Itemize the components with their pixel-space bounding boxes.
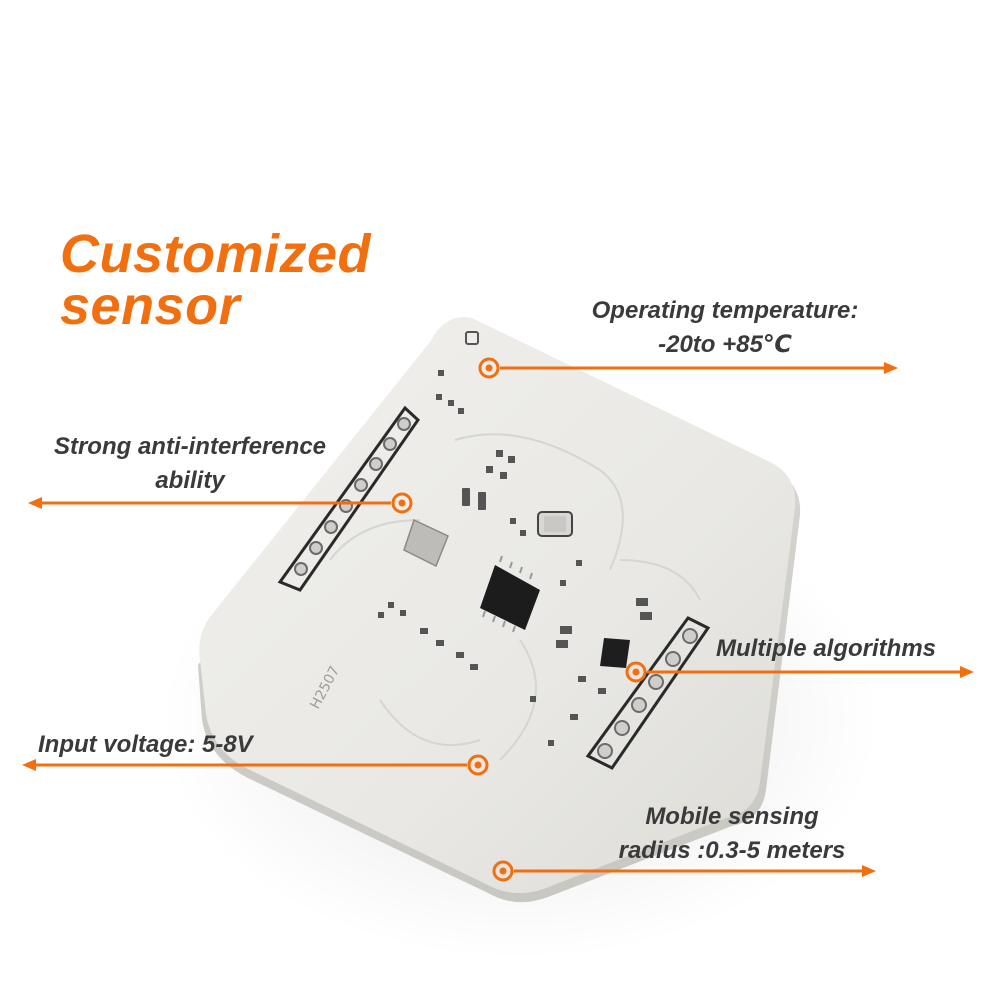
arrowhead-icon (884, 362, 898, 374)
voltage-pointer (22, 754, 489, 776)
algorithms-pointer (625, 661, 974, 683)
crystal-component (537, 511, 573, 537)
small-chip (403, 518, 449, 568)
interference-line-1: Strong anti-interference (53, 433, 327, 460)
main-chip (480, 555, 540, 633)
interference-pointer (28, 492, 413, 514)
passive-components (378, 331, 652, 746)
right-pin-header (585, 616, 711, 770)
interference-callout: Strong anti-interference ability (30, 430, 350, 498)
sensor-board: H2507 (198, 317, 801, 903)
radius-line-2: radius :0.3-5 meters (618, 837, 846, 864)
arrowhead-icon (22, 759, 36, 771)
left-pin-header (277, 405, 420, 592)
arrowhead-icon (28, 497, 42, 509)
arrowhead-icon (862, 865, 876, 877)
radius-pointer (492, 860, 876, 882)
headline-line-1: Customized (60, 224, 372, 284)
temperature-label: Operating temperature: (591, 297, 859, 324)
headline: Customized sensor (60, 224, 372, 336)
algorithms-label: Multiple algorithms (716, 635, 937, 662)
radius-line-1: Mobile sensing (645, 803, 819, 830)
arrowhead-icon (960, 666, 974, 678)
voltage-callout: Input voltage: 5-8V (38, 728, 338, 762)
headline-line-2: sensor (60, 276, 241, 336)
temperature-pointer (478, 357, 898, 379)
temperature-callout: Operating temperature: -20to +85℃ (560, 294, 890, 362)
radius-callout: Mobile sensing radius :0.3-5 meters (592, 800, 872, 868)
callout-lines (22, 357, 974, 882)
voltage-label: Input voltage: 5-8V (38, 731, 253, 758)
algorithms-callout: Multiple algorithms (716, 632, 976, 666)
temperature-value: -20to +85℃ (658, 331, 792, 358)
pcb-traces (329, 433, 701, 761)
interference-line-2: ability (155, 467, 225, 494)
regulator-chip (600, 638, 630, 668)
